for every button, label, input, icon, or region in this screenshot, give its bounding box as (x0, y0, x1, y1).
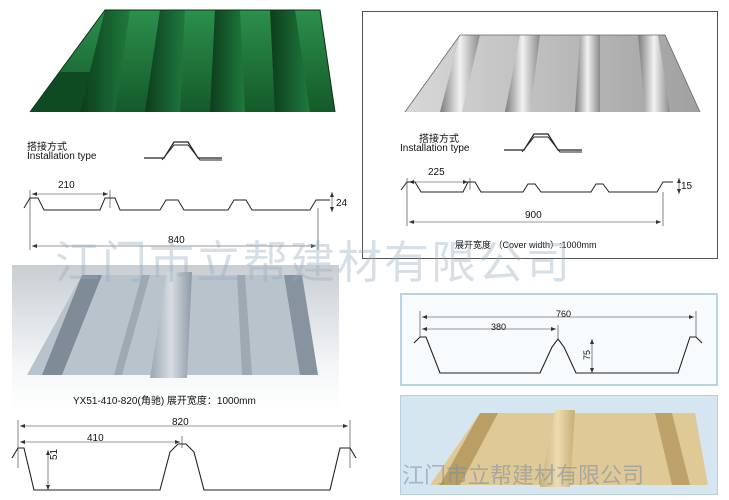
silver-profile-drawing (395, 168, 695, 238)
silver-overlap-diagram (502, 128, 586, 154)
silver-panel-photo (400, 30, 705, 118)
silver-install-label-en: Installation type (400, 143, 470, 154)
panel-760-dim-width: 760 (556, 309, 572, 319)
yx51-profile-drawing (10, 418, 360, 500)
green-install-label-en: Installation type (27, 151, 97, 162)
green-dim-pitch: 210 (58, 180, 75, 191)
green-panel-photo (20, 2, 340, 117)
green-profile-drawing (20, 178, 340, 253)
yx51-model-caption: YX51-410-820(角驰) 展开宽度：1000mm (73, 396, 256, 407)
green-dim-width: 840 (168, 235, 185, 246)
silver-install-label-cn: 搭接方式 (419, 134, 459, 145)
green-dim-height: 24 (336, 198, 348, 209)
beige-panel-photo (410, 405, 710, 490)
green-install-label-cn: 搭接方式 (27, 142, 67, 153)
yx51-dim-width: 820 (172, 417, 189, 428)
silver-dim-pitch: 225 (428, 167, 445, 178)
yx51-dim-height: 51 (49, 448, 60, 460)
panel-760-profile-drawing (402, 295, 716, 384)
yx51-dim-pitch: 410 (87, 433, 104, 444)
silver-cover-width-caption: 展开宽度 （Cover width）:1000mm (455, 240, 597, 250)
silver-dim-width: 900 (525, 210, 542, 221)
panel-760-dim-height: 75 (582, 349, 592, 360)
panel-760-dim-pitch: 380 (491, 322, 507, 332)
yx51-panel-photo (22, 270, 322, 380)
silver-dim-height: 15 (681, 181, 693, 192)
green-overlap-diagram (142, 136, 226, 162)
